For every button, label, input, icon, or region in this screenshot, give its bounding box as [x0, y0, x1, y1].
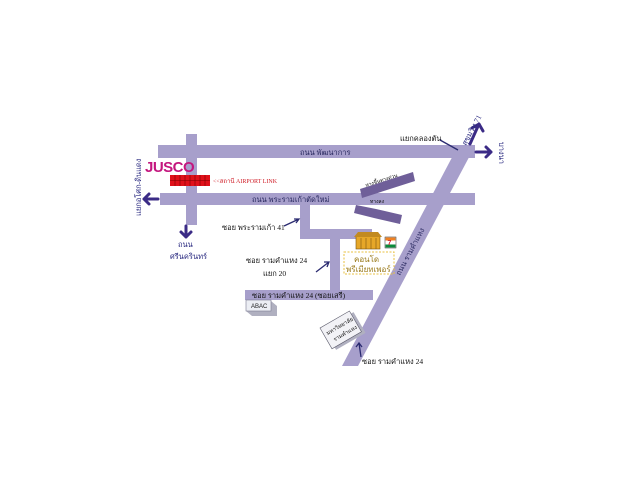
arrow-right-icon: [474, 145, 493, 159]
road-soi-ram24: [245, 290, 373, 300]
soi-ram24-20: ซอย รามคำแหง 24 แยก 20: [246, 256, 330, 278]
junction-label: แยกคลองตัน: [400, 134, 442, 143]
direction-right: บางนา: [474, 142, 506, 164]
soi-ram24-20-label-2: แยก 20: [263, 269, 286, 278]
road-soi-rama9-41: [300, 205, 310, 237]
direction-down-label-1: ถนน: [178, 240, 193, 249]
road-label-ramkhamhaeng: ถนน รามคำแหง: [394, 226, 427, 277]
soi-ram24-label: ซอย รามคำแหง 24 (ซอยเสรี): [252, 291, 346, 300]
arrow-left-icon: [142, 192, 160, 206]
condo-label-1: คอนโด: [354, 254, 379, 264]
junction-khlong-tan: แยกคลองตัน: [400, 134, 459, 151]
soi-ram24-right-pointer: [355, 341, 363, 358]
direction-down: ถนน ศรีนครินทร์: [170, 224, 207, 261]
soi-ram24-20-pointer: [315, 261, 330, 273]
soi-rama9-41: ซอย พระรามเก้า 41: [222, 218, 301, 232]
seven-eleven-icon: 7: [384, 236, 397, 249]
soi-ram24-20-label-1: ซอย รามคำแหง 24: [246, 256, 307, 265]
condo-highlight-box: [343, 251, 395, 275]
arrow-down-icon: [179, 224, 193, 239]
abac-building: ABAC: [245, 299, 277, 316]
road-soi-ram24-20: [330, 233, 340, 296]
jusco-logo-text: JUSCO: [145, 159, 195, 176]
road-rama9-new: [160, 193, 475, 205]
road-ramkhamhaeng-diagonal: [342, 146, 475, 366]
direction-left: แยกอโศก-ดินแดง: [134, 158, 160, 216]
abac-label: ABAC: [251, 304, 268, 310]
soi-ram24-right-label: ซอย รามคำแหง 24: [362, 357, 423, 366]
condo-building-icon: [354, 232, 382, 250]
road-label-rama9-new: ถนน พระรามเก้าตัดใหม่: [252, 195, 330, 204]
road-network: [158, 134, 475, 366]
road-expressway-ramp-1: [360, 172, 415, 198]
soi-rama9-41-pointer: [283, 218, 301, 227]
junction-pointer: [439, 139, 459, 151]
direction-down-label-2: ศรีนครินทร์: [170, 252, 207, 261]
svg-text:7: 7: [388, 240, 392, 247]
airport-link-station: <<สถานี AIRPORT LINK: [170, 175, 278, 186]
direction-up-right: สุขุมวิท 71: [460, 113, 485, 147]
abac-building-icon: [245, 299, 272, 312]
direction-right-label: บางนา: [497, 142, 506, 164]
road-phatthanakan: [158, 145, 475, 158]
road-expressway-ramp-2: [354, 205, 402, 224]
road-label-phatthanakan: ถนน พัฒนาการ: [300, 148, 351, 157]
soi-ram24-right: ซอย รามคำแหง 24: [355, 341, 423, 366]
condo-location: 7 คอนโด พรีเมียทเพอร์: [343, 232, 397, 275]
airport-link-label: <<สถานี AIRPORT LINK: [213, 177, 278, 185]
arrow-up-right-icon: [468, 122, 485, 146]
direction-left-label: แยกอโศก-ดินแดง: [134, 158, 143, 216]
mrt-building-icon: [319, 310, 362, 350]
mrt-building: มหาวิทยาลัย รามคำแหง: [319, 310, 366, 350]
jusco-logo: JUSCO: [145, 159, 196, 176]
road-label-expressway-ramp-2: ทางลง: [370, 200, 385, 205]
soi-rama9-41-label: ซอย พระรามเก้า 41: [222, 223, 285, 232]
condo-label-2: พรีเมียทเพอร์: [346, 264, 391, 274]
